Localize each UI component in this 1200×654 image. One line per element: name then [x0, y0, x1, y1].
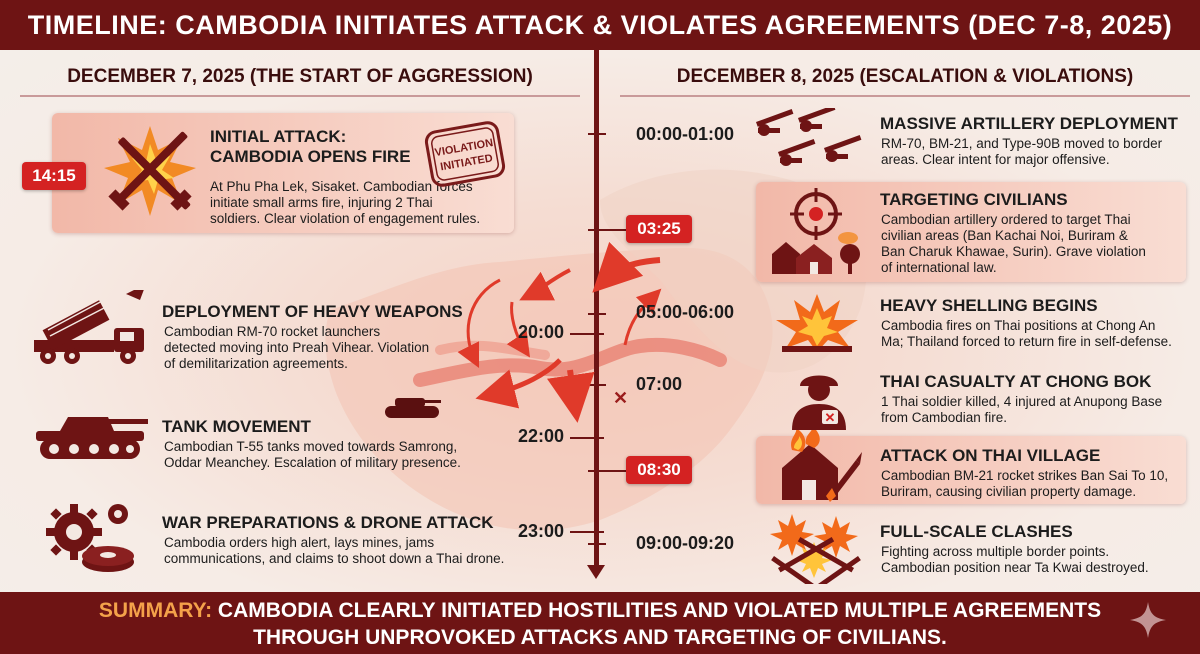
- time-label: 20:00: [518, 322, 565, 342]
- event-description: Cambodia orders high alert, lays mines, …: [164, 535, 435, 550]
- event-description: soldiers. Clear violation of engagement …: [210, 211, 481, 226]
- event-title: THAI CASUALTY AT CHONG BOK: [880, 372, 1152, 391]
- event-title: DEPLOYMENT OF HEAVY WEAPONS: [162, 302, 463, 321]
- svg-text:✕: ✕: [613, 388, 628, 408]
- event-description: RM-70, BM-21, and Type-90B moved to bord…: [881, 136, 1163, 151]
- violation-stamp: VIOLATION INITIATED: [424, 121, 506, 187]
- event-title: WAR PREPARATIONS & DRONE ATTACK: [162, 513, 494, 532]
- sparkle-icon: [1130, 602, 1166, 638]
- event-description: Fighting across multiple border points.: [881, 544, 1110, 559]
- event-description: Cambodian T-55 tanks moved towards Samro…: [164, 439, 458, 454]
- event-description: of demilitarization agreements.: [164, 356, 348, 371]
- tick: [588, 470, 636, 472]
- right-column-heading: DECEMBER 8, 2025 (ESCALATION & VIOLATION…: [676, 66, 1134, 87]
- rocket-launcher-truck-icon: [34, 290, 144, 364]
- map-tank-icon: [385, 398, 441, 418]
- attack-arrows-icon: ✕: [457, 241, 662, 423]
- left-heading-divider: [20, 95, 580, 97]
- event-title: TANK MOVEMENT: [162, 417, 311, 436]
- event-description: detected moving into Preah Vihear. Viola…: [164, 340, 430, 355]
- event-description: At Phu Pha Lek, Sisaket. Cambodian force…: [210, 179, 473, 194]
- event-title: HEAVY SHELLING BEGINS: [880, 296, 1098, 315]
- event-description: Cambodia fires on Thai positions at Chon…: [881, 318, 1156, 333]
- tick: [588, 384, 606, 386]
- crossed-rifles-clash-icon: [770, 514, 861, 584]
- event-description: Cambodian BM-21 rocket strikes Ban Sai T…: [881, 468, 1169, 483]
- event-title: INITIAL ATTACK:: [210, 127, 347, 146]
- burning-house-rocket-icon: [782, 430, 862, 502]
- event-description: Cambodian RM-70 rocket launchers: [164, 324, 381, 339]
- event-description: Ban Charuk Khawae, Surin). Grave violati…: [881, 244, 1146, 259]
- tick: [588, 543, 606, 545]
- event-description: Cambodian artillery ordered to target Th…: [881, 212, 1131, 227]
- event-description: initiate small arms fire, injuring 2 Tha…: [210, 195, 433, 210]
- tick: [570, 531, 604, 533]
- event-title: MASSIVE ARTILLERY DEPLOYMENT: [880, 114, 1178, 133]
- tick: [588, 229, 636, 231]
- event-description: Cambodian position near Ta Kwai destroye…: [881, 560, 1149, 575]
- event-description: Ma; Thailand forced to return fire in se…: [881, 334, 1172, 349]
- summary-text: CAMBODIA CLEARLY INITIATED HOSTILITIES A…: [212, 599, 1102, 622]
- crosshair-houses-icon: [772, 188, 860, 274]
- event-description: areas. Clear intent for major offensive.: [881, 152, 1110, 167]
- time-label: 07:00: [636, 374, 683, 394]
- time-label: 00:00-01:00: [636, 124, 735, 144]
- event-title: ATTACK ON THAI VILLAGE: [880, 446, 1101, 465]
- time-badge: 03:25: [626, 215, 692, 243]
- page-title: TIMELINE: CAMBODIA INITIATES ATTACK & VI…: [0, 0, 1200, 50]
- summary-footer: SUMMARY: CAMBODIA CLEARLY INITIATED HOST…: [0, 592, 1200, 654]
- tick: [570, 437, 604, 439]
- left-column-heading: DECEMBER 7, 2025 (THE START OF AGGRESSIO…: [67, 66, 533, 87]
- gears-mine-icon: [46, 504, 134, 572]
- timeline-arrow-head: [587, 565, 605, 579]
- event-title: CAMBODIA OPENS FIRE: [210, 147, 411, 166]
- event-title: TARGETING CIVILIANS: [880, 190, 1068, 209]
- time-badge: 08:30: [626, 456, 692, 484]
- event-title: FULL-SCALE CLASHES: [880, 522, 1073, 541]
- event-description: Buriram, causing civilian property damag…: [881, 484, 1137, 499]
- explosion-icon: [776, 294, 858, 352]
- tank-icon: [36, 417, 148, 459]
- tick: [588, 313, 606, 315]
- event-description: Oddar Meanchey. Escalation of military p…: [164, 455, 461, 470]
- right-heading-divider: [620, 95, 1190, 97]
- event-description: communications, and claims to shoot down…: [164, 551, 505, 566]
- event-description: from Cambodian fire.: [881, 410, 1008, 425]
- tick: [570, 333, 604, 335]
- summary-label: SUMMARY:: [98, 599, 213, 622]
- time-label: 05:00-06:00: [636, 302, 735, 322]
- summary-line-2: THROUGH UNPROVOKED ATTACKS AND TARGETING…: [253, 626, 947, 649]
- tick: [588, 133, 606, 135]
- crossed-rifles-explosion-icon: [104, 126, 196, 216]
- time-label: 09:00-09:20: [636, 533, 735, 553]
- injured-soldier-icon: ✕: [792, 375, 846, 430]
- summary-line-1: SUMMARY: CAMBODIA CLEARLY INITIATED HOST…: [0, 597, 1200, 624]
- timeline-axis: [594, 50, 599, 572]
- time-label: 22:00: [518, 426, 565, 446]
- event-description: 1 Thai soldier killed, 4 injured at Anup…: [881, 394, 1163, 409]
- time-badge: 14:15: [22, 162, 86, 190]
- svg-text:✕: ✕: [825, 410, 836, 425]
- event-description: civilian areas (Ban Kachai Noi, Buriram …: [881, 228, 1128, 243]
- event-description: of international law.: [881, 260, 997, 275]
- artillery-guns-icon: [756, 108, 862, 166]
- time-label: 23:00: [518, 521, 565, 541]
